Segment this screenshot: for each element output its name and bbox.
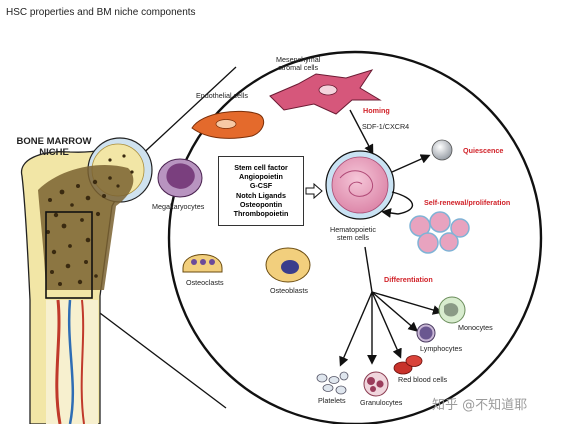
red-blood-cells-label: Red blood cells: [398, 375, 448, 384]
quiescence-label: Quiescence: [463, 146, 504, 155]
factor-item: Osteopontin: [239, 199, 283, 209]
factor-arrow: [305, 182, 323, 200]
hsc-label: Hematopoietic stem cells: [330, 225, 376, 243]
megakaryocyte-illustration: [157, 158, 203, 198]
platelets-label: Platelets: [318, 396, 346, 405]
lymphocytes-label: Lymphocytes: [420, 344, 463, 353]
endothelial-label: Endothelial cells: [196, 91, 248, 100]
differentiation-arrows: [339, 246, 443, 367]
mesenchymal-label-line2: stromal cells: [278, 63, 319, 73]
homing-label: Homing: [363, 106, 390, 115]
red-blood-cell-illustration: [393, 355, 423, 375]
self-renewal-label: Self-renewal/proliferation: [424, 198, 511, 207]
quiescence-arrow: [391, 154, 431, 173]
factor-item: G-CSF: [249, 181, 273, 191]
bone-marrow-label-line1: BONE MARROW: [16, 136, 92, 147]
megakaryocytes-label: Megakaryocytes: [152, 202, 205, 211]
factor-item: Thrombopoietin: [233, 209, 289, 219]
lymphocyte-illustration: [416, 323, 436, 343]
mesenchymal-cell-illustration: [269, 69, 382, 115]
monocyte-illustration: [438, 296, 466, 324]
zoom-line-bottom: [79, 297, 227, 409]
zoom-box: [45, 211, 93, 299]
mesenchymal-label: Mesenchymal stromal cells: [276, 55, 321, 73]
watermark: 知乎 @不知道耶: [432, 398, 528, 413]
self-renewal-loop: [391, 191, 413, 215]
endothelial-cell-illustration: [191, 110, 265, 139]
factor-item: Angiopoietin: [239, 172, 283, 182]
sdf-cxcr4-label: SDF-1/CXCR4: [362, 122, 410, 131]
factor-item: Stem cell factor: [234, 163, 288, 172]
monocytes-label: Monocytes: [458, 323, 493, 332]
homing-arrow: [349, 109, 374, 155]
mesenchymal-label-line1: Mesenchymal: [276, 55, 321, 64]
osteoclasts-label: Osteoclasts: [186, 278, 224, 287]
quiescent-cell: [431, 139, 453, 161]
bone-marrow-niche-label: BONE MARROW NICHE: [6, 136, 102, 159]
niche-factors-box: Stem cell factor Angiopoietin G-CSF Notc…: [218, 156, 304, 226]
self-renewal-arrowhead: [381, 208, 399, 218]
femur-illustration: [20, 137, 153, 425]
osteoblast-illustration: [265, 247, 311, 283]
osteoclast-illustration: [182, 254, 223, 273]
granulocytes-label: Granulocytes: [360, 398, 403, 407]
platelets-illustration: [316, 371, 349, 395]
granulocyte-illustration: [363, 371, 389, 397]
osteoblasts-label: Osteoblasts: [270, 286, 308, 295]
differentiation-label: Differentiation: [384, 275, 433, 284]
proliferating-cells: [409, 211, 470, 254]
hsc-illustration: [325, 150, 395, 220]
figure-title: HSC properties and BM niche components: [6, 7, 196, 18]
bone-marrow-label-line2: NICHE: [39, 147, 69, 159]
hsc-label-line1: Hematopoietic: [330, 225, 376, 234]
factor-item: Notch Ligands: [236, 190, 286, 200]
hsc-label-line2: stem cells: [337, 233, 369, 243]
